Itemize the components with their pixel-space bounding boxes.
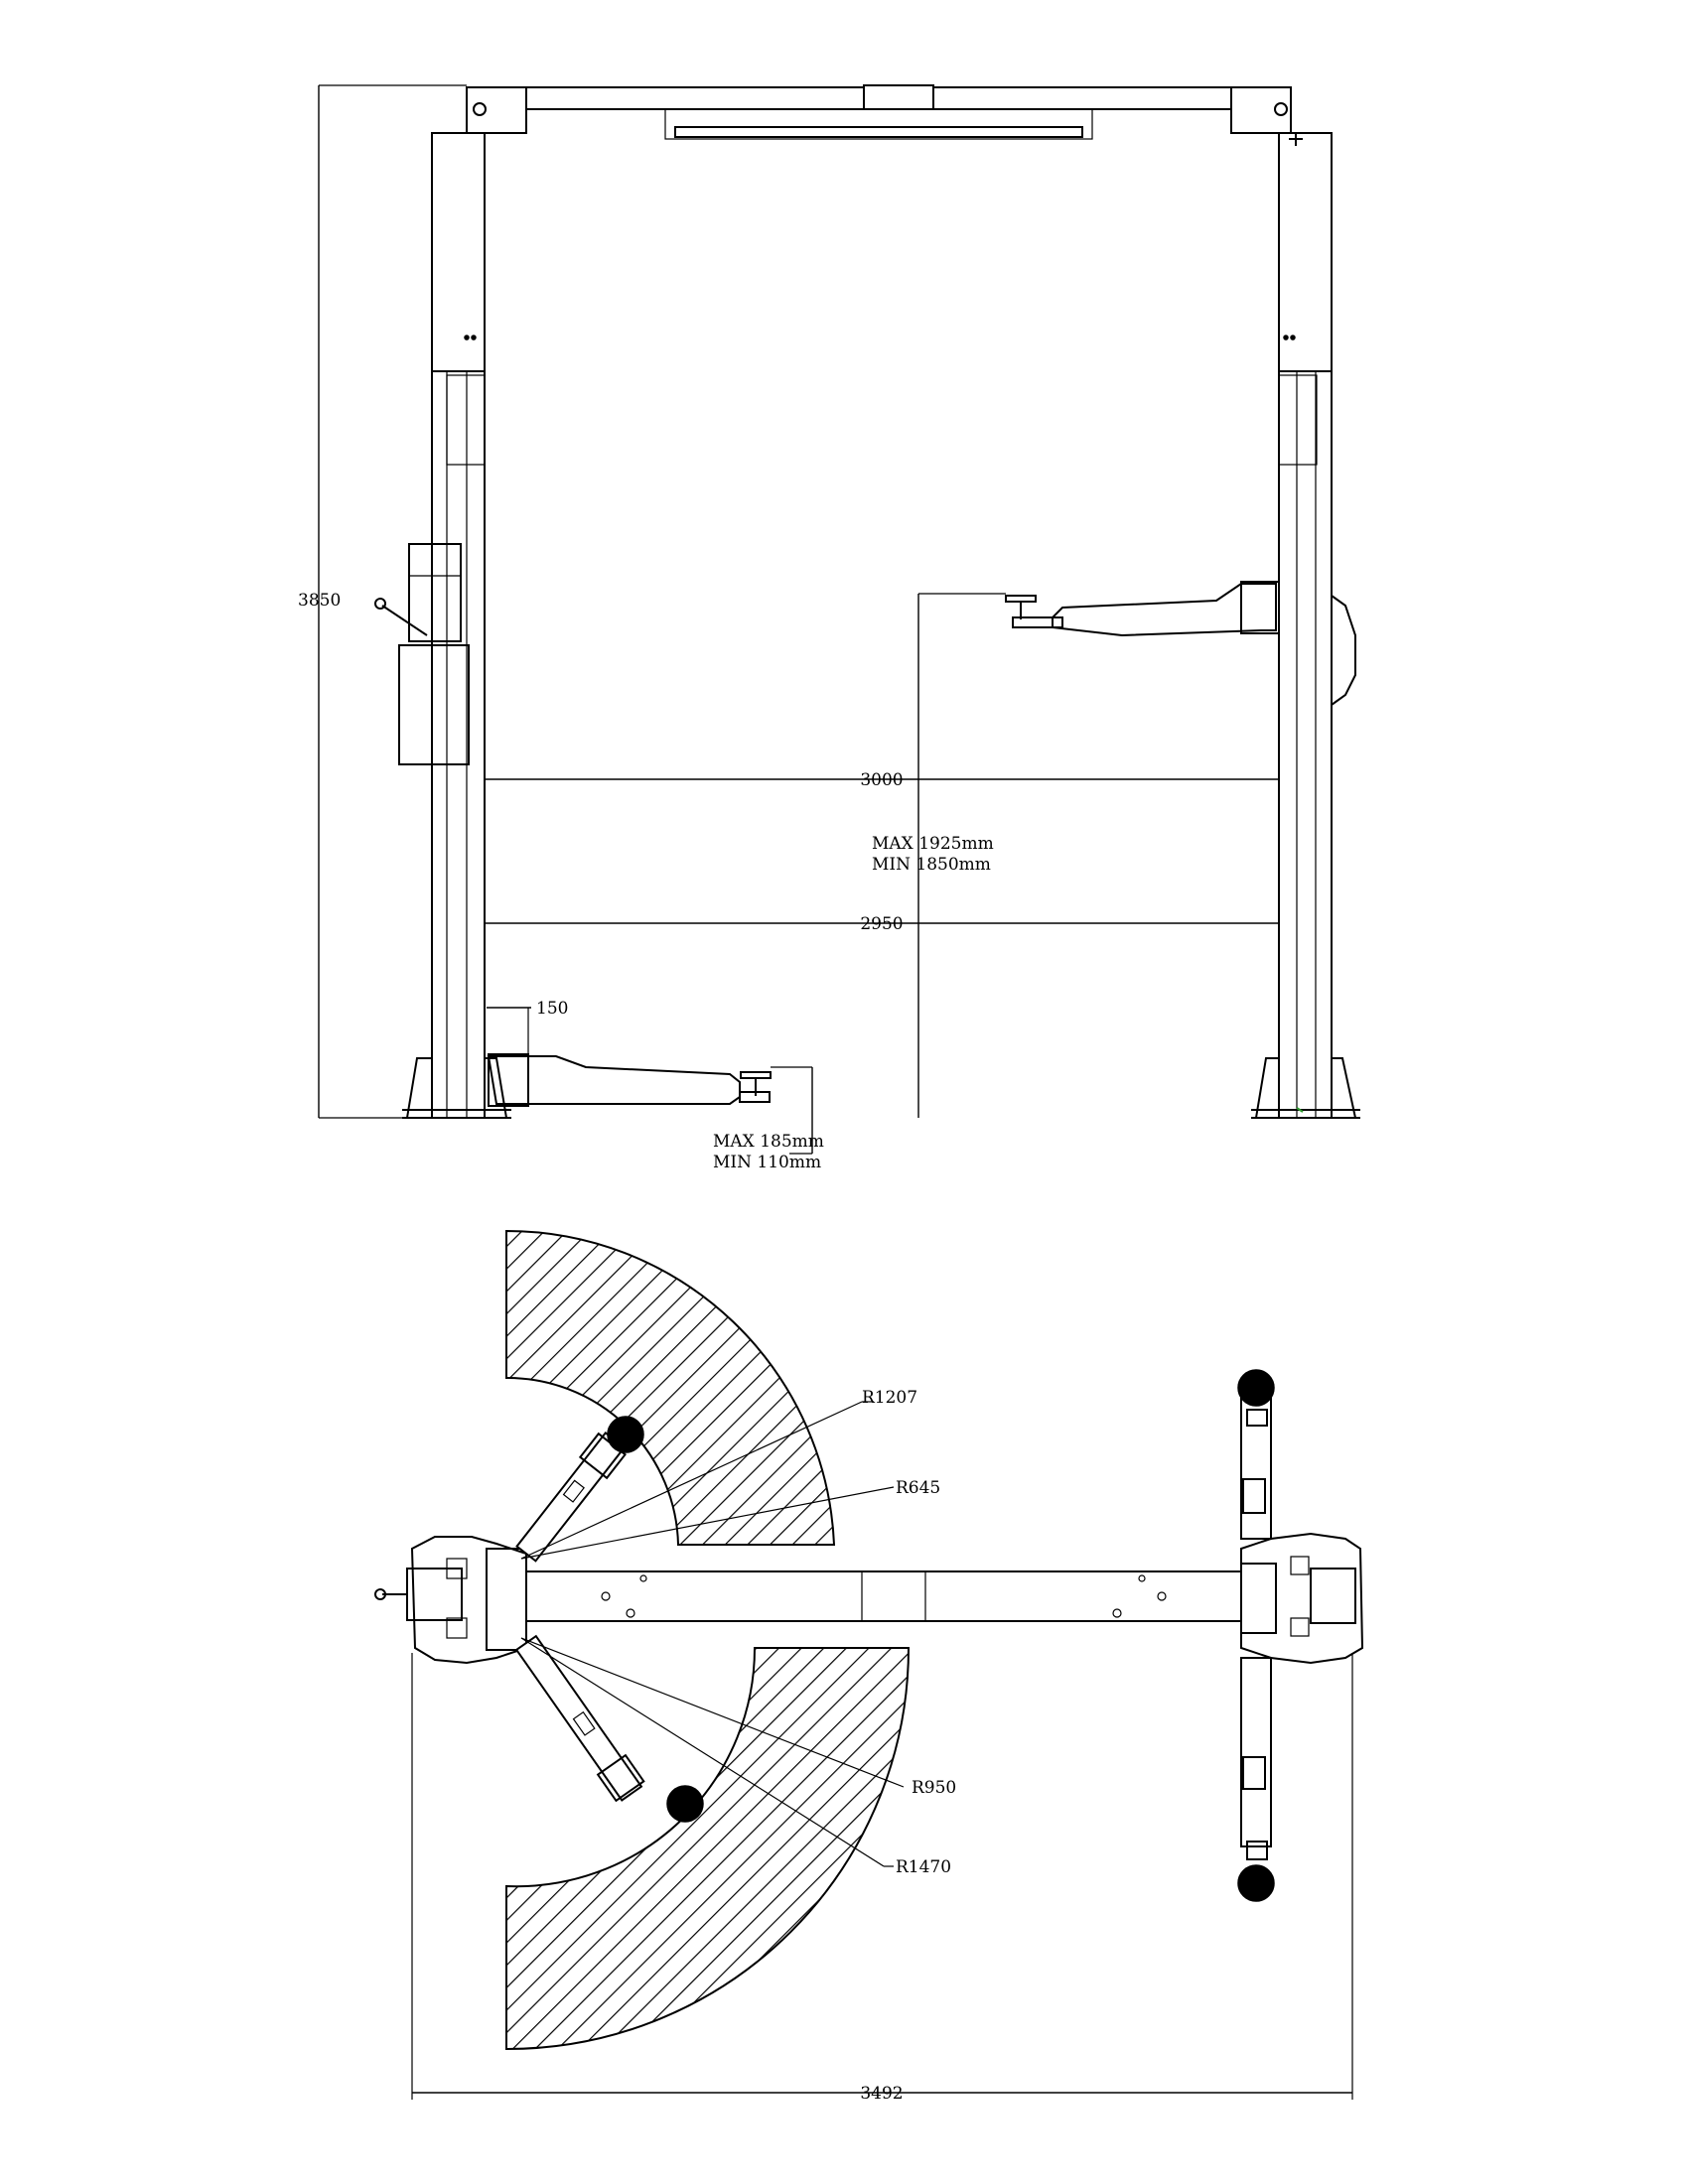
dim-overall-width: 3492 <box>860 2084 903 2104</box>
right-column <box>1278 370 1333 1119</box>
lower-right-arm-pad <box>1237 1864 1275 1902</box>
lower-left-arm-pad <box>666 1785 704 1823</box>
upper-right-arm-pad <box>1237 1369 1275 1407</box>
radius-r1470: R1470 <box>896 1857 951 1877</box>
plan-view: R1207 R645 R950 R1470 3492 <box>374 1229 1364 2104</box>
dim-width-bottom: 2950 <box>860 914 903 934</box>
upper-swing-zone <box>505 1229 836 1546</box>
upper-left-arm-pad <box>607 1416 644 1453</box>
left-arm-pad <box>740 1071 772 1079</box>
right-column-cap <box>1230 86 1292 134</box>
power-unit <box>408 543 462 642</box>
max-lift-height: MAX 1925mm <box>872 834 994 854</box>
dim-arm-offset: 150 <box>536 999 568 1019</box>
left-column-cap <box>466 86 527 134</box>
top-beam-block <box>863 84 934 110</box>
lower-left-arm <box>514 1634 643 1802</box>
pad-min-height: MIN 110mm <box>713 1153 821 1172</box>
lower-right-arm <box>1240 1657 1272 1847</box>
control-box <box>398 644 470 765</box>
min-lift-height: MIN 1850mm <box>872 855 991 875</box>
right-lift-arm <box>1052 583 1277 637</box>
left-lift-arm <box>487 1055 741 1105</box>
radius-r1207: R1207 <box>862 1388 917 1408</box>
lower-swing-zone <box>505 1647 911 2051</box>
radius-r950: R950 <box>912 1778 956 1798</box>
left-column-upper <box>431 132 486 372</box>
crossbeam-plan <box>525 1570 1242 1622</box>
right-column-plan <box>1240 1532 1364 1665</box>
left-column-plan <box>410 1536 527 1665</box>
dim-width-top: 3000 <box>860 770 903 790</box>
pad-max-height: MAX 185mm <box>713 1132 824 1152</box>
front-elevation: 3850 3000 2950 150 MAX 1925mm MIN 1850mm… <box>298 84 1360 1172</box>
radius-r645: R645 <box>896 1478 940 1498</box>
dim-overall-height: 3850 <box>298 591 341 611</box>
right-base <box>1255 1057 1356 1119</box>
right-arm-pad <box>1005 595 1037 603</box>
left-column <box>431 370 486 1119</box>
